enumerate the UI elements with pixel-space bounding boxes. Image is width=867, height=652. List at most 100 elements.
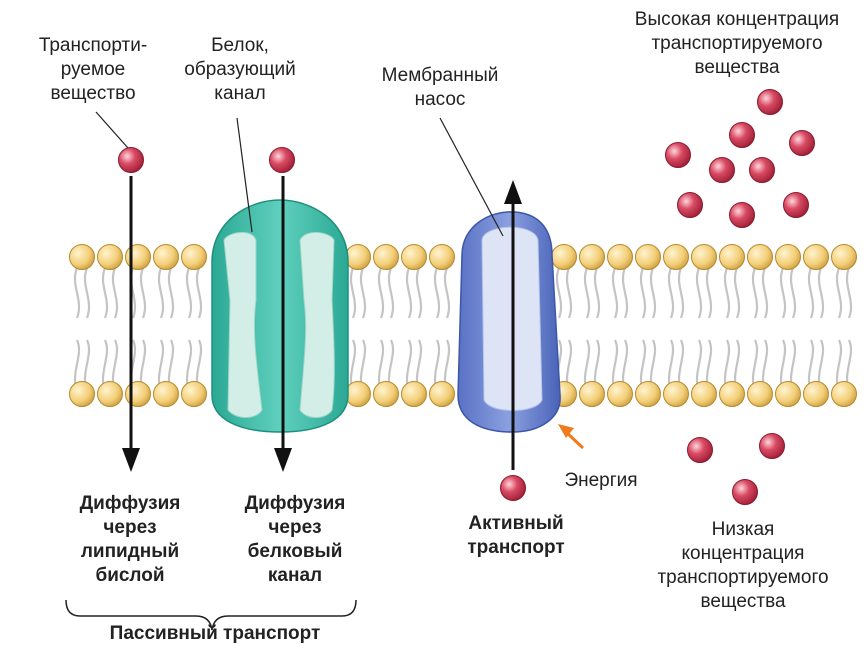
label-channel-protein: Белок, образующий канал (170, 34, 310, 106)
lipid-tail (641, 268, 645, 318)
lipid-tail (141, 268, 145, 318)
label-high-concentration: Высокая концентрация транспортируемого в… (612, 8, 862, 80)
lipid-tail (435, 268, 439, 318)
lipid-tail (113, 268, 117, 318)
label-low-concentration: Низкая концентрация транспортируемого ве… (628, 518, 858, 614)
lipid-head (720, 245, 745, 270)
lipid-tail (361, 268, 365, 318)
energy-arrow (558, 424, 583, 448)
lipid-tail (669, 268, 673, 318)
lipid-head (608, 382, 633, 407)
lipid-head (776, 382, 801, 407)
lipid-tail (557, 268, 561, 318)
lipid-tail (585, 268, 589, 318)
lipid-head (374, 245, 399, 270)
lipid-head (804, 382, 829, 407)
lipid-tail (707, 268, 711, 318)
lipid-head (552, 245, 577, 270)
lipid-head (608, 245, 633, 270)
lipid-head (720, 382, 745, 407)
lipid-tail (753, 268, 757, 318)
substance-molecule (790, 131, 815, 156)
leader-line-pump (440, 118, 503, 236)
lipid-head (430, 245, 455, 270)
lipid-head (70, 382, 95, 407)
lipid-tail (781, 268, 785, 318)
lipid-head (748, 245, 773, 270)
lipid-tail (725, 268, 729, 318)
lipid-head (580, 245, 605, 270)
lipid-tail (623, 268, 627, 318)
lipid-head (98, 245, 123, 270)
lipid-head (664, 382, 689, 407)
lipid-tail (819, 268, 823, 318)
lipid-tail (197, 268, 201, 318)
lipid-head (182, 382, 207, 407)
lipid-head (126, 382, 151, 407)
substance-molecule (710, 158, 735, 183)
substance-molecule (270, 148, 295, 173)
label-active-transport: Активный транспорт (436, 512, 596, 560)
lipid-head (748, 382, 773, 407)
substance-molecule (784, 193, 809, 218)
lipid-tail (103, 268, 107, 318)
lipid-tail (445, 268, 449, 318)
lipid-head (636, 382, 661, 407)
lipid-head (154, 382, 179, 407)
membrane-pump (458, 212, 560, 432)
lipid-tail (159, 268, 163, 318)
lipid-tail (407, 268, 411, 318)
lipid-tail (847, 268, 851, 318)
lipid-head (182, 245, 207, 270)
label-diffusion-channel: Диффузия через белковый канал (215, 492, 375, 588)
lipid-head (776, 245, 801, 270)
lipid-head (804, 245, 829, 270)
lipid-tail (595, 268, 599, 318)
substance-molecule (733, 480, 758, 505)
lipid-tail (351, 268, 355, 318)
label-transported-substance: Транспорти- руемое вещество (18, 34, 168, 106)
lipid-tail (417, 268, 421, 318)
diffusion-lipid-arrow (122, 176, 140, 472)
substance-molecule (758, 90, 783, 115)
lipid-tail (763, 268, 767, 318)
label-passive-transport: Пассивный транспорт (70, 622, 360, 646)
lipid-head (98, 382, 123, 407)
lipid-tail (187, 268, 191, 318)
lipid-head (70, 245, 95, 270)
lipid-head (636, 245, 661, 270)
lipid-head (402, 382, 427, 407)
substance-molecule (750, 158, 775, 183)
channel-protein (212, 200, 348, 432)
lipid-tail (791, 268, 795, 318)
substance-molecule (688, 438, 713, 463)
substance-molecule (678, 193, 703, 218)
lipid-tail (809, 268, 813, 318)
lipid-head (692, 382, 717, 407)
lipid-tail (75, 268, 79, 318)
lipid-tail (651, 268, 655, 318)
substance-molecule (730, 123, 755, 148)
lipid-head (346, 245, 371, 270)
label-energy: Энергия (546, 469, 656, 493)
label-diffusion-lipid: Диффузия через липидный бислой (50, 492, 210, 588)
lipid-tail (85, 268, 89, 318)
leader-line-substance (96, 112, 128, 148)
lipid-head (430, 382, 455, 407)
substance-molecule (760, 434, 785, 459)
lipid-head (346, 382, 371, 407)
lipid-head (692, 245, 717, 270)
substance-molecule (119, 148, 144, 173)
lipid-head (126, 245, 151, 270)
lipid-head (664, 245, 689, 270)
lipid-head (832, 382, 857, 407)
lipid-head (374, 382, 399, 407)
lipid-tail (679, 268, 683, 318)
lipid-head (832, 245, 857, 270)
lipid-tail (567, 268, 571, 318)
substance-molecule (501, 476, 526, 501)
lipid-tail (735, 268, 739, 318)
lipid-tail (837, 268, 841, 318)
lipid-tail (169, 268, 173, 318)
lipid-tail (613, 268, 617, 318)
